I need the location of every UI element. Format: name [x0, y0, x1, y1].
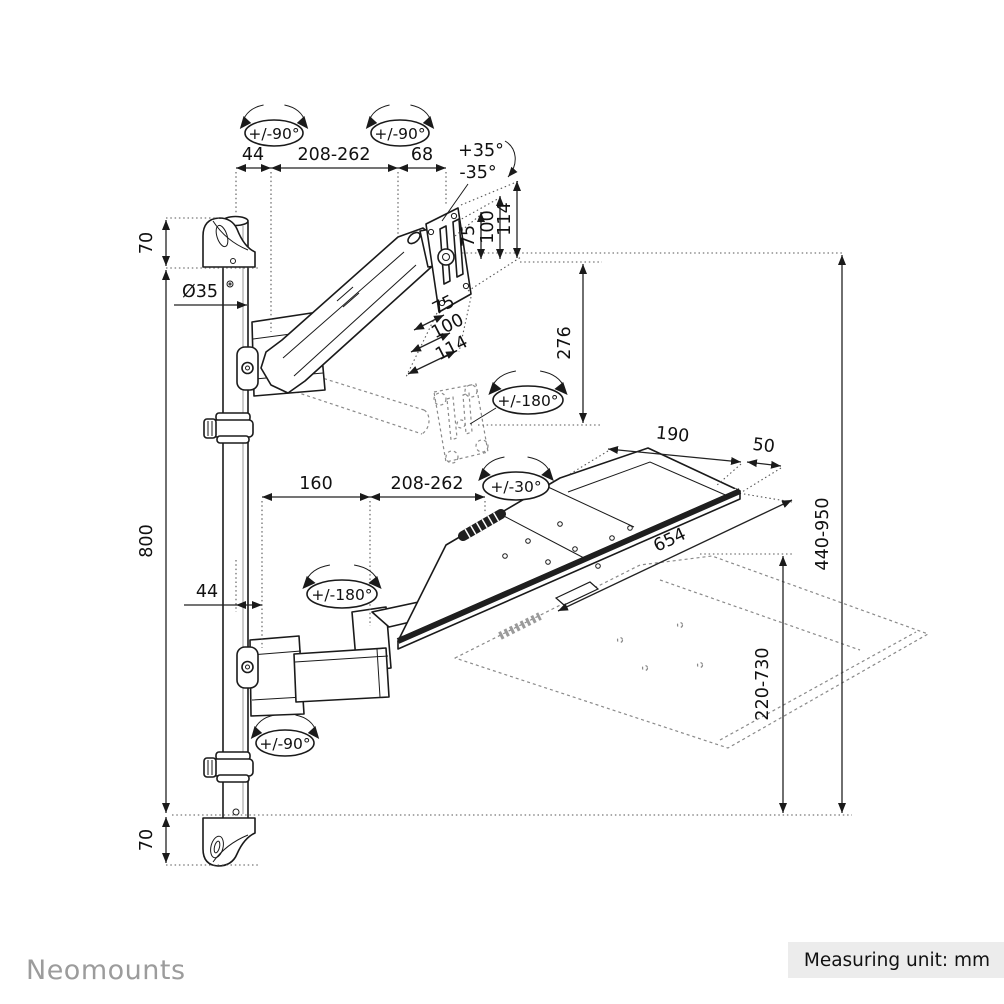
dim-pole-height: 800 [137, 524, 157, 557]
ghost-keyboard-tray [454, 555, 929, 749]
dim-bracket-bottom: 70 [137, 829, 157, 851]
measuring-unit-label: Measuring unit: mm [804, 950, 990, 971]
dim-wall-offset-bottom: 44 [196, 582, 218, 602]
rotation-label-pole-top: +/-90° [248, 125, 299, 143]
tilt-up-label: +35° [458, 141, 504, 161]
top-wall-bracket [202, 217, 256, 268]
rotation-badge-tray [482, 471, 550, 501]
dim-ledge-depth: 50 [751, 435, 776, 458]
rotation-badge-pole-bottom [255, 729, 315, 757]
dim-pole-diameter: Ø35 [182, 282, 218, 302]
dim-wall-offset-top: 44 [242, 145, 264, 165]
grip-handle [458, 509, 506, 541]
brand-wordmark: Neomounts [26, 955, 186, 986]
dim-vesa-114-v: 114 [495, 202, 515, 235]
rotation-label-pole-bottom: +/-90° [259, 735, 310, 753]
lower-pole-clamp [249, 635, 305, 717]
bracket-screw [230, 258, 236, 264]
dim-tray-height-range: 220-730 [753, 647, 773, 720]
pole-screw [226, 280, 234, 288]
dim-vesa-drop: 276 [555, 326, 575, 359]
dim-lower-arm-reach: 208-262 [390, 474, 463, 494]
dim-vesa-75-v: 75 [459, 225, 479, 247]
rotation-label-elbow-top: +/-90° [374, 125, 425, 143]
dim-elbow-to-vesa: 68 [411, 145, 433, 165]
dim-monitor-height-range: 440-950 [813, 497, 833, 570]
rotation-label-tray: +/-30° [490, 478, 541, 496]
rotation-badge-lower-arm [306, 579, 378, 609]
rotation-label-lower-arm: +/-180° [311, 586, 372, 604]
tilt-arrow-icon [504, 140, 518, 178]
unit-label-background [788, 942, 1004, 978]
bottom-wall-bracket [202, 808, 256, 867]
vesa-plate [425, 207, 472, 313]
lower-arm-bar [293, 647, 390, 703]
rotation-badge-elbow-top [370, 119, 430, 147]
dimension-annotations: 44 208-262 68 75 100 114 75 100 114 276 … [137, 145, 852, 866]
dim-tray-depth: 190 [655, 423, 690, 446]
dim-bracket-top: 70 [137, 232, 157, 254]
dim-vesa-100-v: 100 [478, 210, 498, 243]
rotation-badge-pole-top [244, 119, 304, 147]
tilt-down-label: -35° [459, 163, 496, 183]
rotation-label-monitor: +/-180° [497, 392, 558, 410]
pivot-bolt [437, 248, 455, 266]
rotation-badge-monitor [492, 385, 564, 415]
bracket-screw [232, 808, 240, 816]
rotation-badges: +/-90° +/-90° +/-180° +/-30° +/-180° +/-… [239, 104, 569, 757]
dim-pole-to-lower-elbow: 160 [299, 474, 332, 494]
dim-upper-arm-reach: 208-262 [297, 145, 370, 165]
